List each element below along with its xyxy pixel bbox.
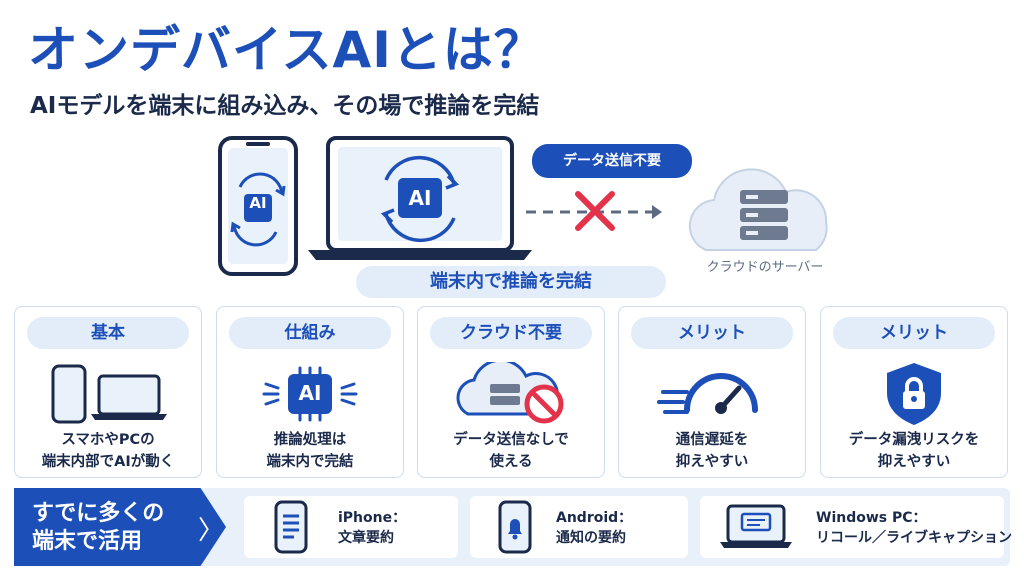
card-head: メリット (833, 317, 995, 349)
usage-item-line: 通知の要約 (556, 530, 626, 546)
ai-chip-icon (217, 359, 403, 429)
devices-icon (15, 359, 201, 429)
usage-iphone: iPhone： 文章要約 (244, 496, 458, 558)
speedometer-icon (619, 359, 805, 429)
phone-ai-chip-label: AI (249, 194, 267, 212)
card-desc-line: 抑えやすい (675, 454, 749, 470)
card-desc-line: 抑えやすい (877, 454, 951, 470)
shield-lock-icon (821, 359, 1007, 429)
laptop-icon (308, 136, 532, 260)
phone-document-icon (274, 500, 308, 554)
card-head: クラウド不要 (430, 317, 592, 349)
usage-lead: すでに多くの端末で活用 〉 (14, 488, 226, 566)
card-desc-line: 端末内部でAIが動く (41, 454, 175, 470)
hero-illustration (218, 136, 828, 276)
card-desc-line: 端末内で完結 (266, 454, 354, 470)
cross-icon (575, 191, 615, 231)
usage-item-line: iPhone： (338, 510, 407, 526)
usage-item-line: リコール／ライブキャプション (816, 530, 1012, 546)
card-desc-line: データ送信なしで (453, 432, 569, 448)
usage-lead-line: 端末で活用 (32, 529, 143, 554)
laptop-caption-icon (720, 504, 792, 548)
usage-android: Android： 通知の要約 (470, 496, 688, 558)
usage-item-line: Windows PC： (816, 510, 927, 526)
laptop-ai-chip-label: AI (408, 186, 432, 210)
card-head: 仕組み (229, 317, 391, 349)
card-desc-line: 通信遅延を (675, 432, 749, 448)
usage-item-line: 文章要約 (338, 530, 394, 546)
usage-windows: Windows PC： リコール／ライブキャプション (700, 496, 1012, 558)
page-subtitle: AIモデルを端末に組み込み、その場で推論を完結 (30, 93, 540, 119)
cloud-server-icon (688, 168, 828, 251)
card-head: メリット (631, 317, 793, 349)
card-no-cloud: クラウド不要 データ送信なしで使える (417, 306, 605, 478)
no-transfer-badge: データ送信不要 (532, 144, 692, 178)
inference-complete-label: 端末内で推論を完結 (356, 266, 666, 298)
ai-chip-label: AI (298, 381, 322, 405)
cloud-label: クラウドのサーバー (706, 260, 824, 275)
card-basic: 基本 スマホやPCの端末内部でAIが動く (14, 306, 202, 478)
card-security: メリット データ漏洩リスクを抑えやすい (820, 306, 1008, 478)
card-desc-line: データ漏洩リスクを (848, 432, 980, 448)
phone-bell-icon (498, 500, 532, 554)
card-mechanism: 仕組み AI 推論処理は端末内で完結 (216, 306, 404, 478)
usage-item-line: Android： (556, 510, 633, 526)
card-desc-line: スマホやPCの (61, 432, 155, 448)
card-desc-line: 推論処理は (273, 432, 347, 448)
smartphone-icon (218, 136, 298, 276)
page-title: オンデバイスAIとは？ (28, 21, 545, 79)
card-head: 基本 (27, 317, 189, 349)
no-cloud-icon (418, 359, 604, 429)
card-desc-line: 使える (489, 454, 533, 470)
card-latency: メリット 通信遅延を抑えやすい (618, 306, 806, 478)
usage-lead-line: すでに多くの (32, 501, 165, 526)
